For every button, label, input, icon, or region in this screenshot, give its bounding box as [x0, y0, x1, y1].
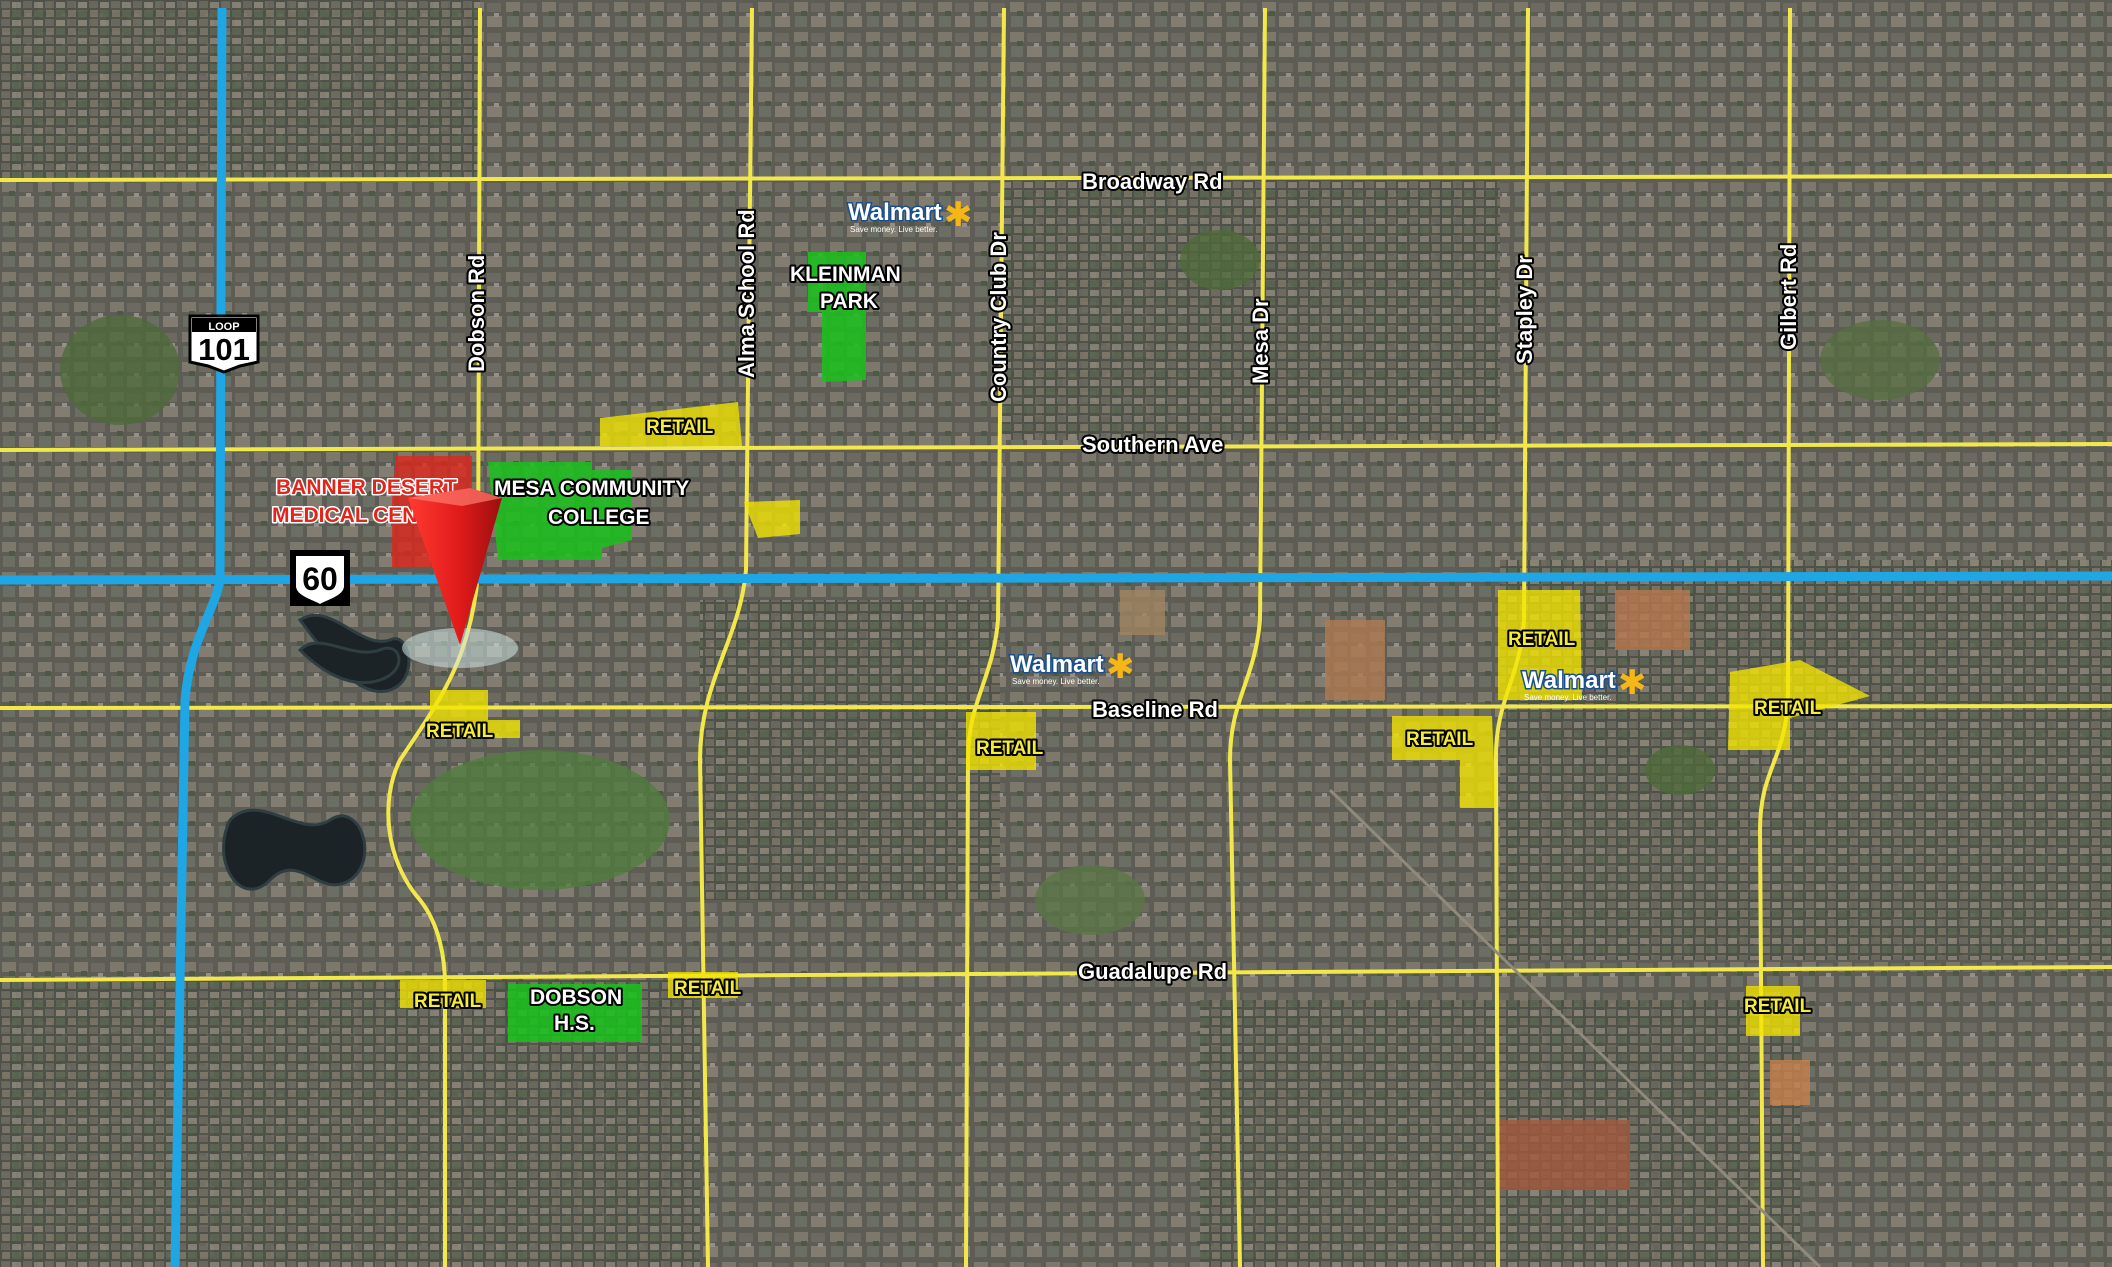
green-zones: [488, 252, 866, 1042]
road-label-southern: Southern Ave: [1082, 432, 1223, 457]
svg-text:Save money. Live better.: Save money. Live better.: [1012, 677, 1099, 686]
road-label-stapley: Stapley Dr: [1512, 255, 1537, 364]
loop-101-freeway-line: [170, 7, 227, 1267]
bare-land-patches: [1120, 590, 1810, 1190]
dobson-road-line: [476, 7, 482, 576]
walmart-logo: Walmart Save money. Live better. ✱: [1009, 647, 1135, 687]
southern-road-line: [0, 442, 2112, 452]
mesa-cc-label-line1: MESA COMMUNITY: [494, 477, 689, 500]
retail-zone-stapley-south: [1392, 716, 1496, 808]
retail-zones: [400, 402, 1870, 1036]
us-60-shield: 60: [290, 550, 350, 606]
road-label-country-club: Country Club Dr: [986, 232, 1011, 402]
svg-text:Walmart: Walmart: [1010, 651, 1104, 678]
retail-label: RETAIL: [414, 991, 482, 1012]
road-label-mesa: Mesa Dr: [1248, 298, 1273, 384]
mesa-cc-zone: [488, 462, 632, 560]
walmart-logo: Walmart Save money. Live better. ✱: [847, 195, 973, 235]
freeways: [0, 7, 2112, 1267]
alma-school-road-line: [697, 7, 754, 1267]
walmart-spark-icon: ✱: [944, 195, 973, 235]
walmart-spark-icon: ✱: [1618, 663, 1647, 703]
dobson-hs-label-line1: DOBSON: [530, 986, 622, 1009]
stapley-road-line: [1522, 7, 1530, 621]
retail-zone-southern-alma: [600, 402, 742, 446]
lakes: [222, 613, 411, 891]
retail-zone-stapley-north: [1498, 590, 1582, 700]
us-60-freeway-line: [0, 571, 2112, 585]
road-label-baseline: Baseline Rd: [1092, 697, 1218, 722]
kleinman-label-line2: PARK: [820, 290, 878, 313]
retail-zone-guadalupe-dobson: [400, 980, 486, 1008]
retail-zone-guadalupe-alma: [668, 972, 738, 998]
retail-zone-baseline-dobson: [430, 690, 520, 738]
retail-label: RETAIL: [426, 721, 494, 742]
retail-labels: RETAIL RETAIL RETAIL RETAIL RETAIL RETAI…: [412, 415, 1824, 1019]
retail-label: RETAIL: [646, 417, 714, 438]
road-label-broadway: Broadway Rd: [1082, 169, 1223, 194]
walmart-logo: Walmart Save money. Live better. ✱: [1521, 663, 1647, 703]
retail-label: RETAIL: [1754, 698, 1822, 719]
walmart-spark-icon: ✱: [1106, 647, 1135, 687]
road-label-guadalupe: Guadalupe Rd: [1078, 959, 1227, 984]
mesa-road-lower: [1227, 619, 1262, 1267]
retail-label: RETAIL: [1406, 729, 1474, 750]
vegetation-patches: [60, 230, 1940, 935]
road-label-gilbert: Gilbert Rd: [1776, 244, 1801, 350]
svg-text:Walmart: Walmart: [848, 199, 942, 226]
kleinman-label-line1: KLEINMAN: [790, 263, 901, 286]
broadway-road-line: [0, 174, 2112, 182]
retail-zone-alma-u60: [744, 500, 800, 538]
retail-label: RETAIL: [674, 978, 742, 999]
dobson-hs-zone: [508, 984, 642, 1042]
gilbert-road-line: [1786, 7, 1792, 701]
svg-text:Walmart: Walmart: [1522, 667, 1616, 694]
arterial-roads: [0, 7, 2112, 1267]
svg-text:60: 60: [302, 561, 338, 597]
poi-labels: BANNER DESERT MEDICAL CEN MESA COMMUNITY…: [271, 261, 903, 1037]
retail-zone-gilbert-guadalupe: [1746, 986, 1800, 1036]
mesa-road-line: [1258, 7, 1267, 621]
road-label-dobson: Dobson Rd: [464, 255, 489, 372]
loop-101-shield: LOOP 101: [188, 314, 260, 374]
diagonal-rail-line: [1328, 788, 1822, 1267]
retail-label: RETAIL: [1744, 996, 1812, 1017]
retail-label: RETAIL: [976, 738, 1044, 759]
svg-text:Save money. Live better.: Save money. Live better.: [1524, 693, 1611, 702]
country-club-road-line: [996, 7, 1006, 621]
road-label-alma-school: Alma School Rd: [734, 209, 759, 378]
mesa-cc-label-line2: COLLEGE: [548, 506, 650, 529]
dobson-hs-label-line2: H.S.: [554, 1012, 595, 1035]
kleinman-park-zone: [808, 252, 866, 382]
site-marker-pin-icon[interactable]: [402, 488, 518, 668]
retail-label: RETAIL: [1508, 629, 1576, 650]
svg-text:LOOP: LOOP: [208, 321, 239, 333]
svg-text:Save money. Live better.: Save money. Live better.: [850, 225, 937, 234]
road-labels: Broadway Rd Southern Ave Baseline Rd Gua…: [462, 167, 1803, 986]
retail-zone-gilbert-baseline: [1728, 660, 1870, 750]
retail-zone-country-club: [966, 712, 1036, 770]
svg-text:101: 101: [198, 332, 250, 367]
banner-label-line2: MEDICAL CEN: [272, 504, 417, 527]
banner-label-line1: BANNER DESERT: [276, 476, 457, 499]
